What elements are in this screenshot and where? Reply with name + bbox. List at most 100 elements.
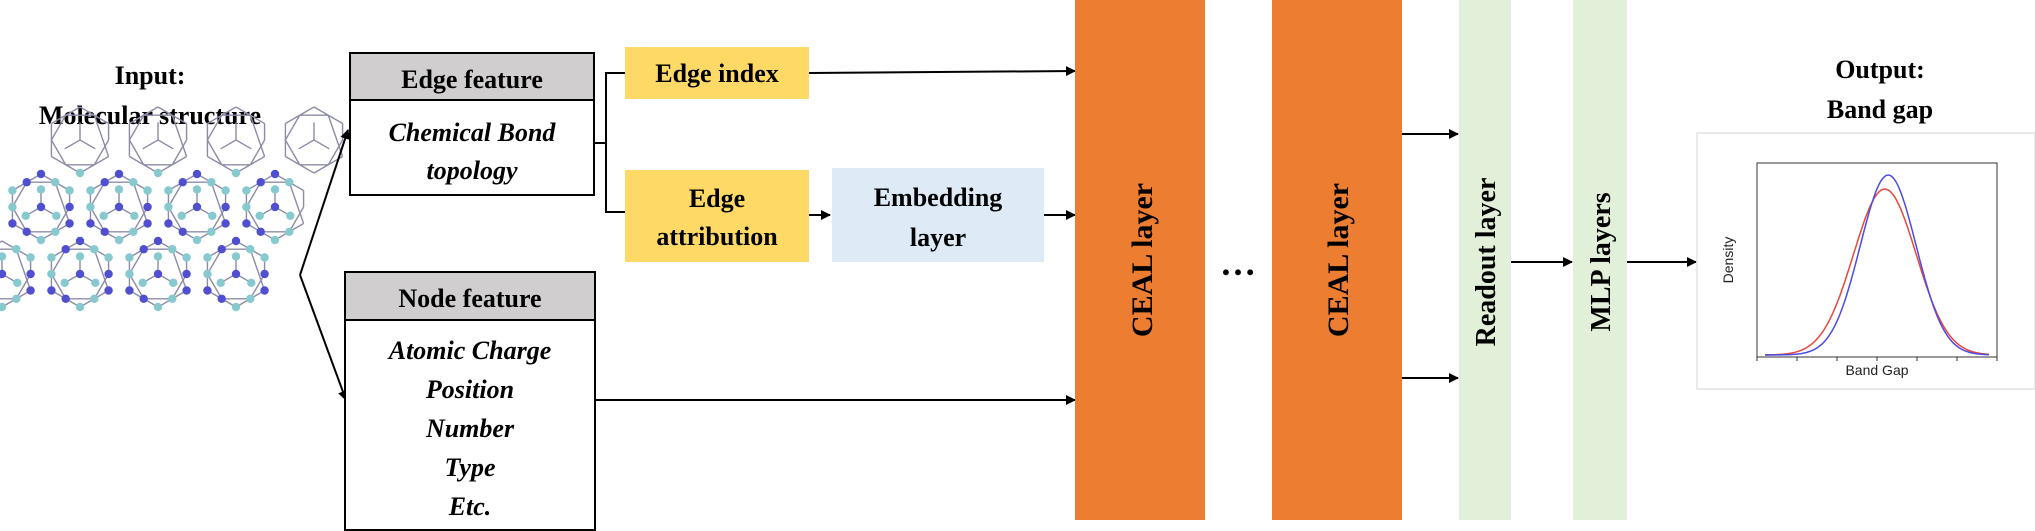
molecule-atom xyxy=(8,219,17,228)
molecule-atom xyxy=(203,286,212,295)
molecule-atom xyxy=(178,227,187,236)
node-feature-item: Atomic Charge xyxy=(387,336,552,365)
molecule-bond xyxy=(206,139,223,166)
node-feature-item: Position xyxy=(425,375,514,404)
molecule-atom xyxy=(65,219,74,228)
molecule-atom xyxy=(125,286,134,295)
molecule-atom xyxy=(192,235,202,245)
embedding-layer-label: layer xyxy=(910,223,966,252)
molecule-bond xyxy=(210,182,227,224)
ceal-layer-2-label: CEAL layer xyxy=(1322,183,1355,337)
molecule-atom xyxy=(8,202,17,212)
molecule-bond xyxy=(249,115,266,157)
molecule-bond xyxy=(206,114,223,141)
molecule-atom xyxy=(26,286,35,295)
molecule-bond xyxy=(11,206,28,233)
molecule-bond xyxy=(171,139,188,166)
molecule-atom xyxy=(86,202,95,212)
molecule-bond xyxy=(298,139,315,150)
band-gap-density-plot: Band Gap Density xyxy=(1696,132,2035,390)
molecule-bond xyxy=(245,206,262,233)
molecule-atom xyxy=(270,235,280,245)
molecule-atom xyxy=(260,253,269,262)
molecule-atom xyxy=(256,178,265,187)
molecule-atom xyxy=(255,211,264,220)
molecule-atom xyxy=(221,202,230,212)
ceal-layer-1 xyxy=(1075,0,1205,520)
molecule-atom xyxy=(47,286,56,295)
molecule-atom xyxy=(192,169,202,179)
molecule-atom xyxy=(51,178,60,187)
molecule-atom xyxy=(192,185,202,194)
molecule-bond xyxy=(15,273,32,300)
molecule-atom xyxy=(177,211,186,220)
molecule-atom xyxy=(231,302,241,312)
molecule-atom xyxy=(192,202,202,212)
molecule-bond xyxy=(327,115,344,157)
molecule-bond xyxy=(249,249,266,291)
molecule-bond xyxy=(132,206,149,233)
arrow-edge-index-to-ceal xyxy=(808,66,1076,77)
molecule-bond xyxy=(284,114,301,141)
molecule-atom xyxy=(86,186,95,195)
molecule-atom xyxy=(13,278,22,287)
edge-attribution-box xyxy=(625,170,809,262)
molecule-atom xyxy=(242,219,251,228)
molecule-atom xyxy=(153,269,163,279)
molecule-bond xyxy=(288,182,305,224)
molecule-atom xyxy=(270,169,280,179)
molecule-atom xyxy=(61,245,70,254)
molecule-bond xyxy=(93,273,110,300)
molecule-bond xyxy=(128,273,145,300)
molecule-atom xyxy=(182,253,191,262)
output-title: Output: xyxy=(1835,55,1925,84)
molecule-atom xyxy=(75,236,85,246)
molecule-bond xyxy=(93,139,110,166)
molecule-atom xyxy=(231,168,241,178)
molecule-atom xyxy=(143,219,152,228)
molecule-bond xyxy=(327,139,344,166)
edge-attribution-label: attribution xyxy=(656,222,778,251)
plot-panel xyxy=(1696,132,2035,390)
molecule-atom xyxy=(231,269,241,279)
molecule-atom xyxy=(12,294,21,303)
molecule-atom xyxy=(203,253,212,262)
molecule-atom xyxy=(60,278,69,287)
edge-split-bracket xyxy=(594,72,625,213)
edge-feature-header xyxy=(349,52,595,101)
molecule-bond xyxy=(220,139,237,150)
molecule-atom xyxy=(169,278,178,287)
arrow-to-node-feature xyxy=(299,274,348,401)
molecule-atom xyxy=(139,294,148,303)
molecule-bond xyxy=(50,139,67,166)
input-title: Input: xyxy=(115,61,186,90)
molecule-bond xyxy=(157,139,174,150)
molecule-atom xyxy=(104,253,113,262)
molecule-bond xyxy=(249,273,266,300)
molecule-atom xyxy=(90,294,99,303)
plot-ticks xyxy=(1756,357,1998,361)
molecule-atom xyxy=(207,227,216,236)
molecule-atom xyxy=(247,278,256,287)
molecule-atom xyxy=(138,278,147,287)
molecule-atom xyxy=(36,235,46,245)
molecule-atom xyxy=(26,253,35,262)
molecule-atom xyxy=(285,227,294,236)
molecule-atom xyxy=(47,269,56,279)
molecule-bond xyxy=(245,181,262,208)
molecule-bond xyxy=(284,139,301,166)
molecule-atom xyxy=(99,211,108,220)
molecule-atom xyxy=(221,186,230,195)
molecule-bond xyxy=(249,139,266,166)
node-feature-header xyxy=(344,271,596,321)
molecular-structure-image xyxy=(0,106,344,312)
molecule-atom xyxy=(21,211,30,220)
molecule-atom xyxy=(286,211,295,220)
molecule-bond xyxy=(210,206,227,233)
molecule-atom xyxy=(90,245,99,254)
molecule-atom xyxy=(182,286,191,295)
molecule-bond xyxy=(11,181,28,208)
molecule-atom xyxy=(182,269,191,279)
molecule-bond xyxy=(288,206,305,233)
molecule-atom xyxy=(246,294,255,303)
